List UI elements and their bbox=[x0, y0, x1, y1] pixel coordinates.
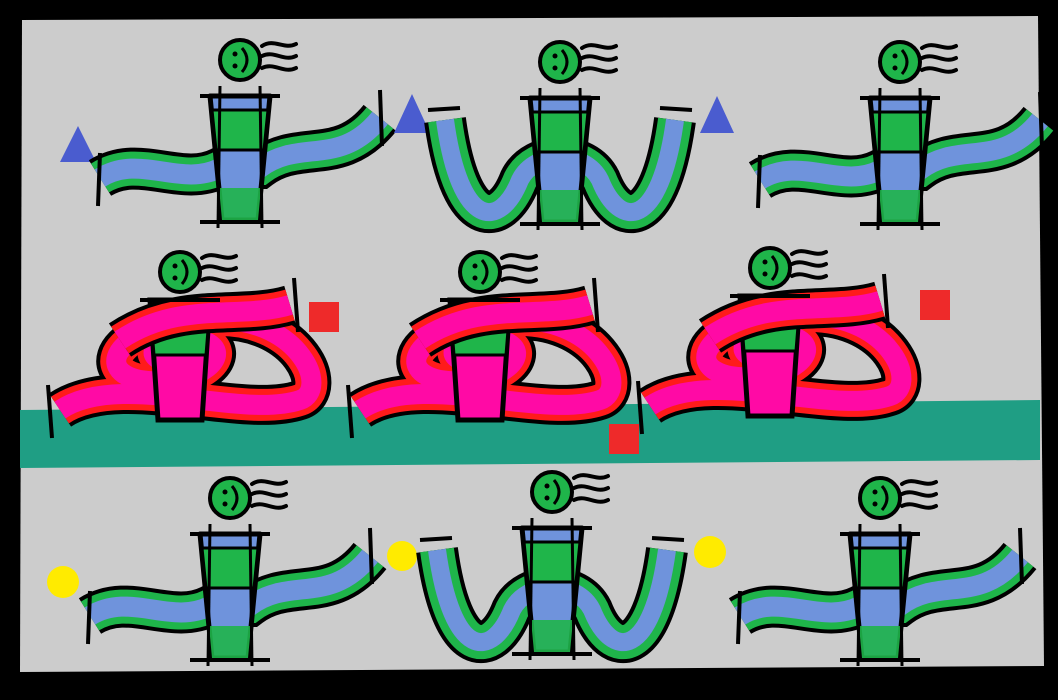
bottom-row bbox=[47, 472, 1022, 666]
square-marker bbox=[920, 290, 950, 320]
square-marker bbox=[609, 424, 639, 454]
triangle-marker bbox=[394, 94, 430, 133]
triangle-marker bbox=[60, 126, 96, 162]
top-row bbox=[60, 40, 1042, 230]
middle-row bbox=[48, 248, 950, 454]
triangle-marker bbox=[700, 96, 734, 133]
circle-marker bbox=[47, 566, 79, 598]
square-marker bbox=[309, 302, 339, 332]
circle-marker bbox=[387, 541, 417, 571]
circle-marker bbox=[694, 536, 726, 568]
